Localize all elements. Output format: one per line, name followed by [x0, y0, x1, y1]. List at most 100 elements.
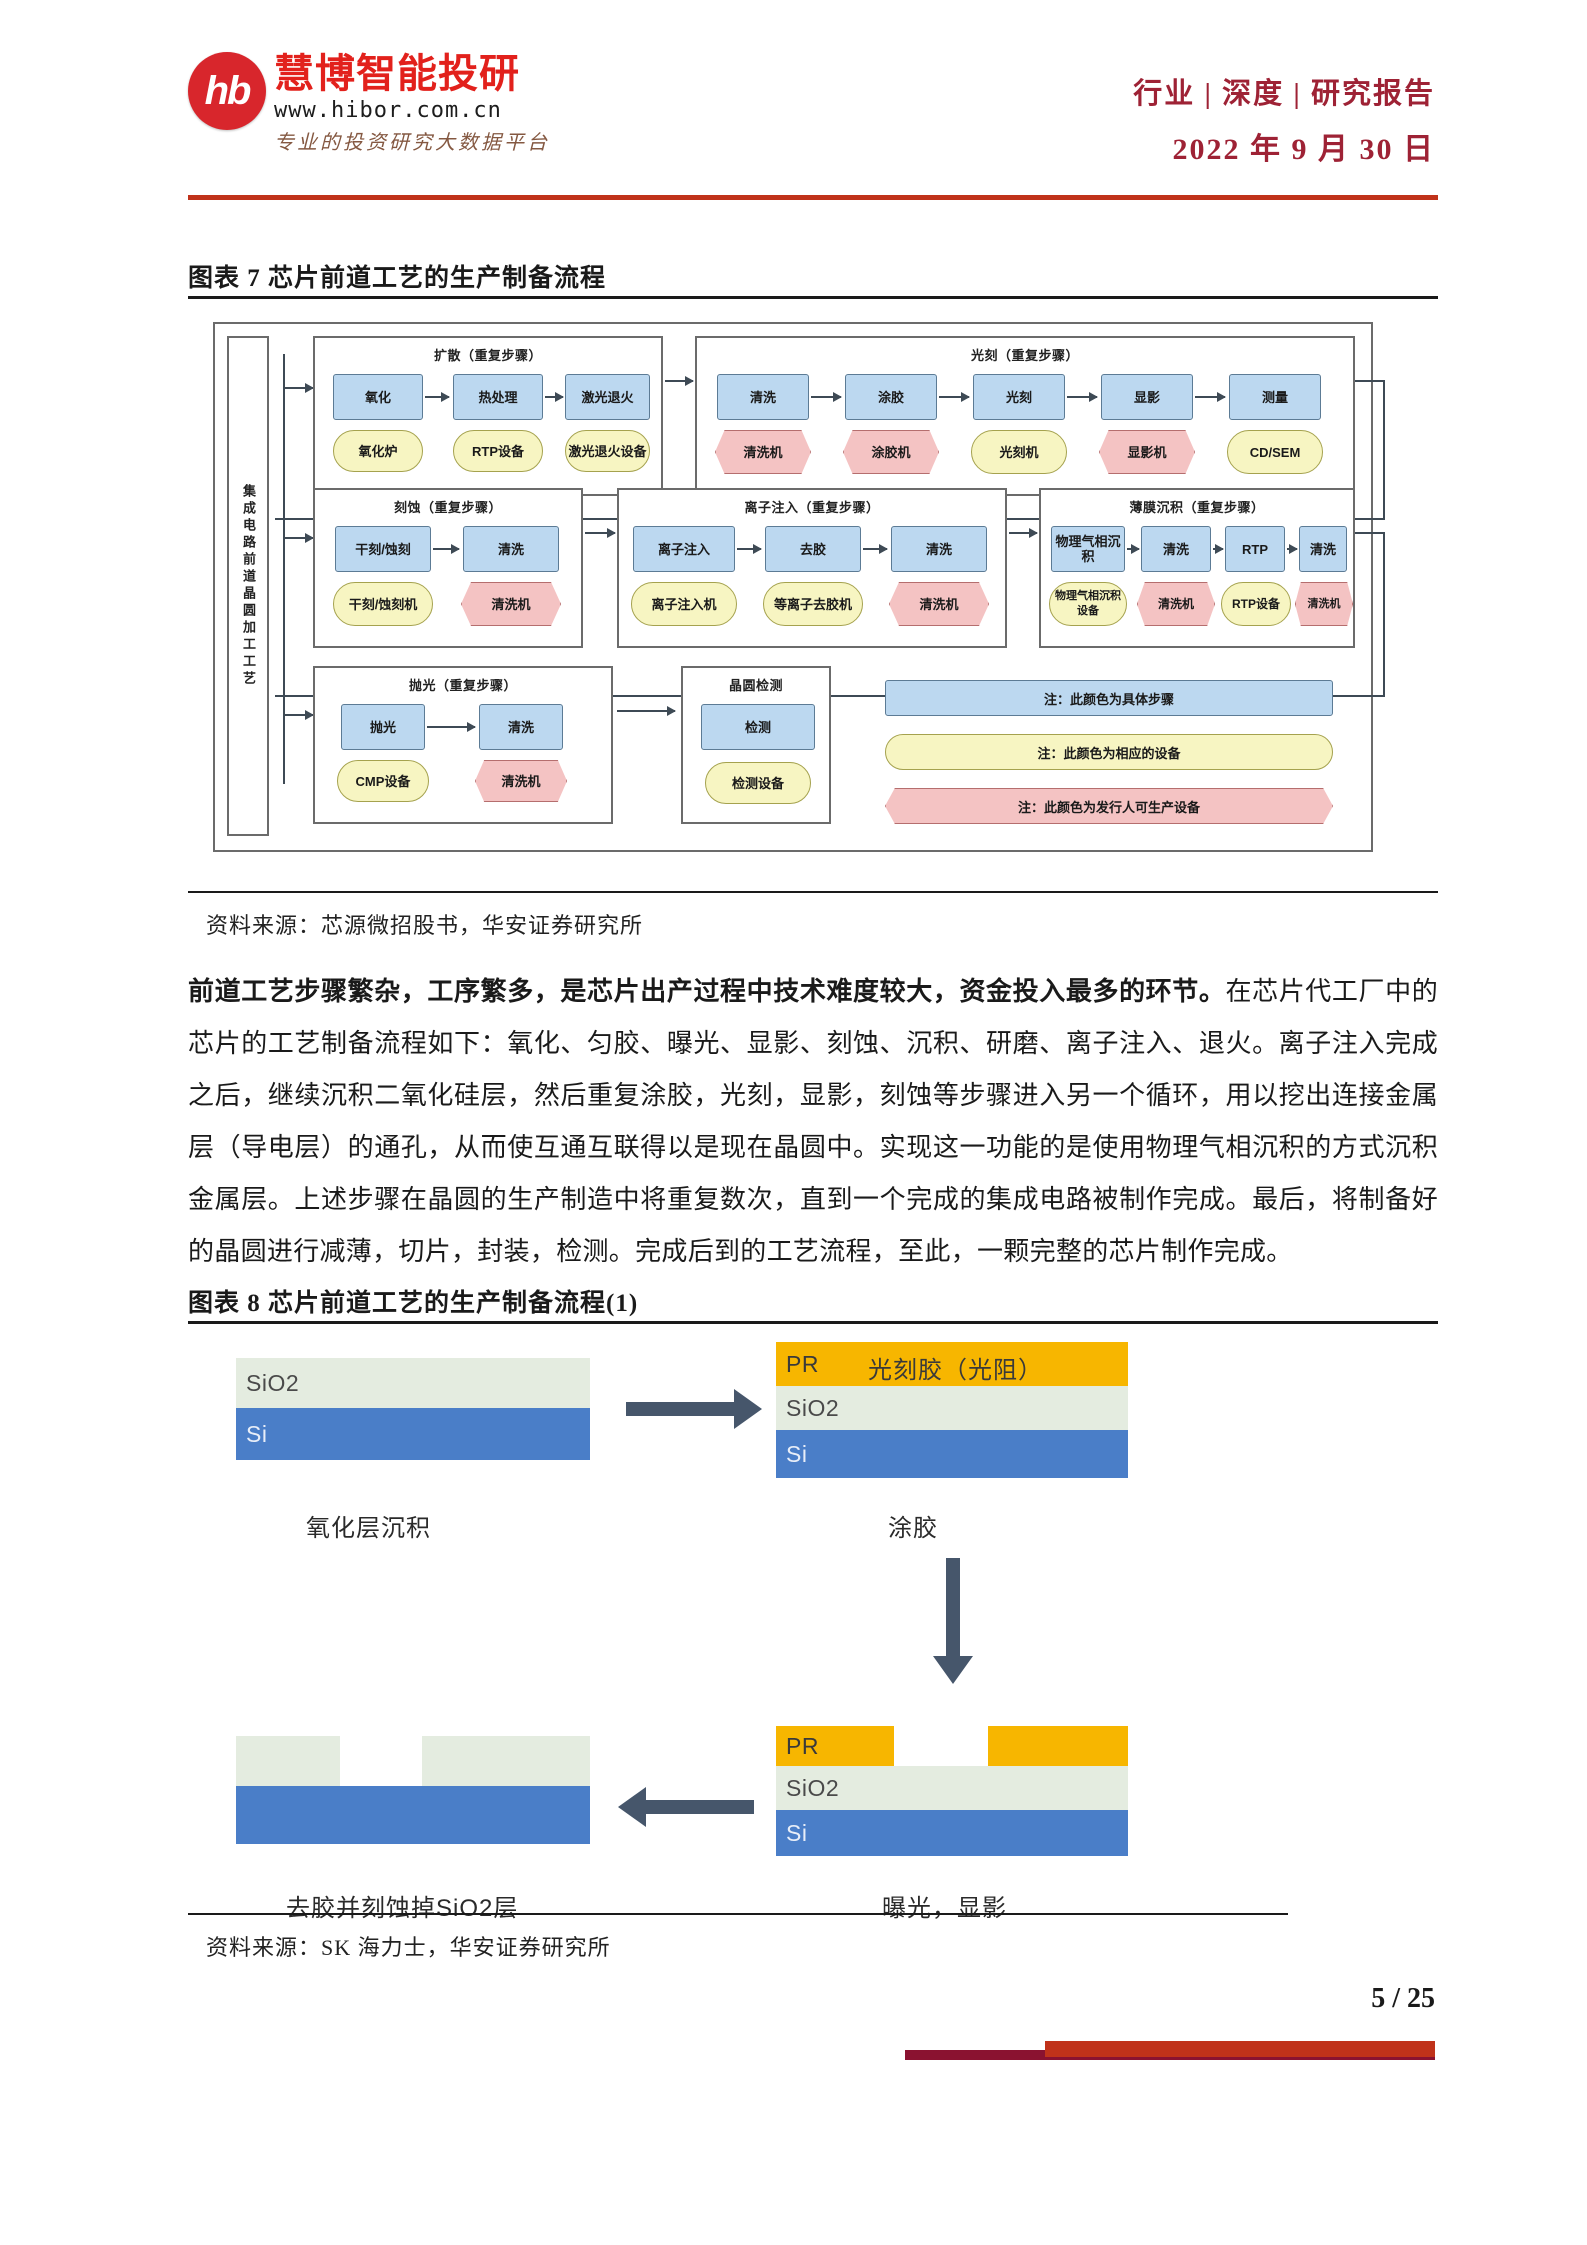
arrow-clean-to-coat [811, 392, 842, 402]
equip-cleaner-implant: 清洗机 [889, 582, 989, 626]
step-litho-measure: 测量 [1229, 374, 1321, 420]
step-cmp-clean: 清洗 [479, 704, 563, 750]
logo-text-block: 慧博智能投研 www.hibor.com.cn 专业的投资研究大数据平台 [274, 52, 550, 155]
group-etch-title: 刻蚀（重复步骤） [393, 500, 502, 515]
layer-sio2-p1: SiO2 [236, 1358, 590, 1408]
arrow-implant-to-depo [1009, 528, 1038, 538]
legend-step: 注：此颜色为具体步骤 [885, 680, 1333, 716]
panel-oxide-deposition: SiO2 Si [236, 1358, 590, 1460]
step-ion-implant: 离子注入 [633, 526, 735, 572]
line-litho-out [1355, 380, 1385, 382]
panel-strip-etch [236, 1736, 590, 1854]
equip-rtp-tool: RTP设备 [1221, 582, 1291, 626]
group-lithography: 光刻（重复步骤） 清洗 涂胶 光刻 显影 测量 清洗机 涂胶机 光刻机 显影机 … [695, 336, 1355, 496]
arrow-polish-to-clean [427, 722, 476, 732]
arrow-to-exposure [933, 1558, 973, 1684]
spine-arrow-row1 [283, 383, 314, 393]
body-paragraph: 前道工艺步骤繁杂，工序繁多，是芯片出产过程中技术难度较大，资金投入最多的环节。在… [188, 966, 1438, 1278]
body-lead: 前道工艺步骤繁杂，工序繁多，是芯片出产过程中技术难度较大，资金投入最多的环节。 [188, 977, 1226, 1006]
step-inspect: 检测 [701, 704, 815, 750]
header-divider [188, 195, 1438, 200]
step-litho-expose: 光刻 [973, 374, 1065, 420]
logo-company-name: 慧博智能投研 [274, 52, 520, 96]
layer-sio2-right-p4 [422, 1736, 590, 1786]
arrow-etch-to-implant [585, 528, 616, 538]
group-diffusion-title: 扩散（重复步骤） [433, 348, 542, 363]
caption-photoresist-coating: 涂胶 [888, 1515, 938, 1542]
equip-dry-etcher: 干刻/蚀刻机 [333, 582, 433, 626]
pr-annotation: 光刻胶（光阻） [868, 1357, 1043, 1384]
flowchart-spine-label: 集成电路前道晶圆加工工艺 [241, 484, 256, 688]
step-laser-anneal: 激光退火 [565, 374, 650, 420]
figure8-diagram: SiO2 Si 氧化层沉积 PR 光刻胶（光阻） SiO2 Si 涂胶 PR S… [188, 1330, 1438, 1922]
equip-rtp: RTP设备 [453, 430, 543, 472]
spine-arrow-row3 [283, 710, 314, 720]
step-strip: 去胶 [765, 526, 861, 572]
arrow-diffusion-to-litho [665, 376, 694, 386]
header-meta: 行业 | 深度 | 研究报告 2022 年 9 月 30 日 [1133, 70, 1435, 168]
step-litho-clean: 清洗 [717, 374, 809, 420]
group-cmp: 抛光（重复步骤） 抛光 清洗 CMP设备 清洗机 [313, 666, 613, 824]
page-number: 5 / 25 [1371, 1983, 1435, 2014]
step-etch-clean: 清洗 [463, 526, 559, 572]
equip-cmp-tool: CMP设备 [337, 760, 429, 802]
group-thin-film: 薄膜沉积（重复步骤） 物理气相沉积 清洗 RTP 清洗 物理气相沉积设备 清洗机… [1039, 488, 1355, 648]
logo-tagline: 专业的投资研究大数据平台 [274, 132, 550, 154]
arrow-rtp-to-clean2 [1287, 544, 1298, 554]
layer-pr-p2: PR [776, 1342, 1128, 1386]
logo-website-url: www.hibor.com.cn [274, 98, 502, 123]
caption-oxide-deposition: 氧化层沉积 [306, 1515, 431, 1542]
step-heat-treatment: 热处理 [453, 374, 543, 420]
line-depo-down [1383, 532, 1385, 697]
footer-bar-baseline [905, 2057, 1435, 2060]
equip-cleaner-etch: 清洗机 [461, 582, 561, 626]
equip-oxidation-furnace: 氧化炉 [333, 430, 423, 472]
legend-issuer-equipment: 注：此颜色为发行人可生产设备 [885, 788, 1333, 824]
equip-implanter: 离子注入机 [631, 582, 737, 626]
figure8-source: 资料来源：SK 海力士，华安证券研究所 [206, 1935, 611, 1960]
equip-plasma-asher: 等离子去胶机 [763, 582, 863, 626]
equip-inspection-tool: 检测设备 [705, 762, 811, 804]
spine-vertical-line [283, 354, 285, 784]
brand-logo: hb 慧博智能投研 www.hibor.com.cn 专业的投资研究大数据平台 [188, 52, 550, 155]
layer-sio2-p3: SiO2 [776, 1766, 1128, 1810]
arrow-pvd-to-clean [1127, 544, 1140, 554]
layer-pr-right-p3 [988, 1726, 1128, 1766]
equip-pvd-tool: 物理气相沉积设备 [1049, 582, 1127, 626]
group-ion-implant-title: 离子注入（重复步骤） [744, 500, 880, 515]
spine-arrow-row2 [283, 533, 314, 543]
layer-sio2-p2: SiO2 [776, 1386, 1128, 1430]
equip-cleaner-cmp: 清洗机 [475, 760, 567, 802]
step-pvd: 物理气相沉积 [1051, 526, 1125, 572]
group-cmp-title: 抛光（重复步骤） [408, 678, 517, 693]
figure8-title: 图表 8 芯片前道工艺的生产制备流程(1) [188, 1290, 639, 1317]
line-depo-out [1355, 532, 1385, 534]
equip-cleaner-litho: 清洗机 [715, 430, 811, 474]
arrow-clean-to-rtp [1213, 544, 1224, 554]
figure7-flowchart: 集成电路前道晶圆加工工艺 扩散（重复步骤） 氧化 热处理 激光退火 氧化炉 RT… [213, 322, 1385, 852]
report-date: 2022 年 9 月 30 日 [1172, 133, 1435, 166]
equip-developer: 显影机 [1099, 430, 1195, 474]
group-etch: 刻蚀（重复步骤） 干刻/蚀刻 清洗 干刻/蚀刻机 清洗机 [313, 488, 583, 648]
figure7-title-rule [188, 296, 1438, 299]
step-depo-clean-2: 清洗 [1299, 526, 1347, 572]
step-dry-etch: 干刻/蚀刻 [335, 526, 431, 572]
equip-cleaner-depo-1: 清洗机 [1137, 582, 1215, 626]
report-category: 行业 | 深度 | 研究报告 [1133, 78, 1435, 110]
arrow-expose-to-develop [1067, 392, 1098, 402]
arrow-strip-to-clean [863, 544, 888, 554]
arrow-to-strip-etch [618, 1787, 754, 1827]
page-header: hb 慧博智能投研 www.hibor.com.cn 专业的投资研究大数据平台 … [0, 0, 1587, 215]
arrow-develop-to-measure [1195, 392, 1226, 402]
layer-si-p4 [236, 1786, 590, 1844]
footer-bar-accent [1045, 2041, 1435, 2057]
step-oxidation: 氧化 [333, 374, 423, 420]
arrow-oxidation-to-heat [425, 392, 450, 402]
group-wafer-inspection-title: 晶圆检测 [728, 678, 783, 693]
step-litho-develop: 显影 [1101, 374, 1193, 420]
line-litho-down [1383, 380, 1385, 520]
group-ion-implant: 离子注入（重复步骤） 离子注入 去胶 清洗 离子注入机 等离子去胶机 清洗机 [617, 488, 1007, 648]
layer-si-p2: Si [776, 1430, 1128, 1478]
flowchart-spine: 集成电路前道晶圆加工工艺 [227, 336, 269, 836]
